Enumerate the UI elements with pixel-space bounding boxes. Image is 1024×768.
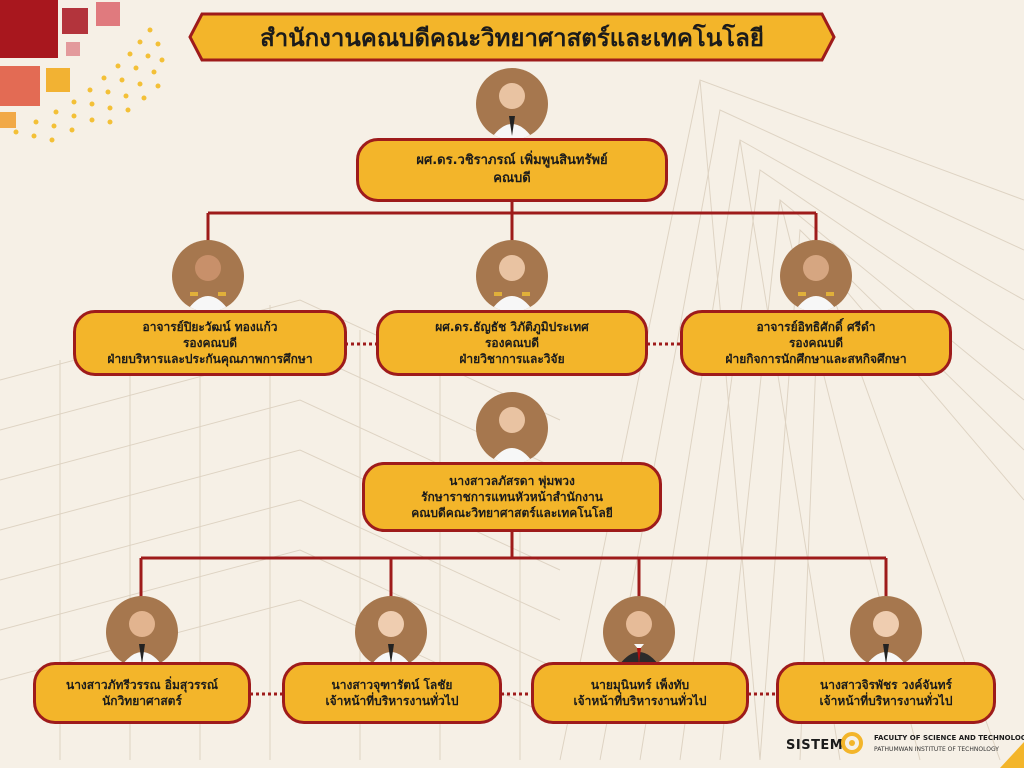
staff-role: เจ้าหน้าที่บริหารงานทั่วไป xyxy=(573,694,707,708)
staff-role: เจ้าหน้าที่บริหารงานทั่วไป xyxy=(325,694,459,708)
avatar-staff-4 xyxy=(850,596,922,668)
vice-dean-name: อาจารย์ปิยะวัฒน์ ทองแก้ว xyxy=(142,319,278,334)
avatar-staff-1 xyxy=(106,596,178,668)
staff-card-4: นางสาวจิรพัชร วงค์จันทร์ เจ้าหน้าที่บริห… xyxy=(776,662,996,724)
avatar-staff-3 xyxy=(603,596,675,668)
vice-dean-role: รองคณบดี xyxy=(788,335,844,350)
staff-name: นายมุนินทร์ เพ็งทับ xyxy=(590,677,690,692)
office-head-card: นางสาวลภัสรดา พุ่มพวง รักษาราชการแทนหัวห… xyxy=(362,462,662,532)
vice-dean-card-3: อาจารย์อิทธิศักดิ์ ศรีดำ รองคณบดี ฝ่ายกิ… xyxy=(680,310,952,376)
staff-name: นางสาวจุฑารัตน์ โลชัย xyxy=(331,677,453,692)
staff-role: เจ้าหน้าที่บริหารงานทั่วไป xyxy=(819,694,953,708)
corner-triangle xyxy=(1000,742,1024,768)
avatar-vice-dean-3 xyxy=(780,240,852,312)
staff-card-2: นางสาวจุฑารัตน์ โลชัย เจ้าหน้าที่บริหารง… xyxy=(282,662,502,724)
vice-dean-name: ผศ.ดร.ธัญธัช วิภัติภูมิประเทศ xyxy=(435,319,589,334)
office-head-name: นางสาวลภัสรดา พุ่มพวง xyxy=(449,473,575,488)
title-banner: สำนักงานคณบดีคณะวิทยาศาสตร์และเทคโนโลยี xyxy=(188,12,836,62)
vice-dean-name: อาจารย์อิทธิศักดิ์ ศรีดำ xyxy=(756,319,876,334)
dean-card: ผศ.ดร.วชิราภรณ์ เพิ่มพูนสินทรัพย์ คณบดี xyxy=(356,138,668,202)
vice-dean-dept: ฝ่ายกิจการนักศึกษาและสหกิจศึกษา xyxy=(725,352,907,367)
staff-card-3: นายมุนินทร์ เพ็งทับ เจ้าหน้าที่บริหารงาน… xyxy=(531,662,749,724)
avatar-dean xyxy=(476,68,548,140)
sistem-logo-text: SISTEM xyxy=(786,738,844,753)
office-head-role: รักษาราชการแทนหัวหน้าสำนักงาน xyxy=(421,489,603,504)
dot-pattern xyxy=(13,27,165,143)
dean-name: ผศ.ดร.วชิราภรณ์ เพิ่มพูนสินทรัพย์ xyxy=(416,153,608,169)
vice-dean-role: รองคณบดี xyxy=(182,335,238,350)
avatar-office-head xyxy=(476,392,548,464)
dean-role: คณบดี xyxy=(493,171,531,186)
faculty-name: FACULTY OF SCIENCE AND TECHNOLOGY xyxy=(874,734,1024,742)
office-head-org: คณบดีคณะวิทยาศาสตร์และเทคโนโลยี xyxy=(411,506,613,521)
vice-dean-card-2: ผศ.ดร.ธัญธัช วิภัติภูมิประเทศ รองคณบดี ฝ… xyxy=(376,310,648,376)
staff-card-1: นางสาวภัทรีวรรณ อิ่มสุวรรณ์ นักวิทยาศาสต… xyxy=(33,662,251,724)
faculty-logo-icon xyxy=(841,732,863,754)
vice-dean-card-1: อาจารย์ปิยะวัฒน์ ทองแก้ว รองคณบดี ฝ่ายบร… xyxy=(73,310,347,376)
staff-name: นางสาวภัทรีวรรณ อิ่มสุวรรณ์ xyxy=(65,677,218,692)
footer-logo: SISTEM FACULTY OF SCIENCE AND TECHNOLOGY… xyxy=(786,730,1024,768)
vice-dean-role: รองคณบดี xyxy=(484,335,540,350)
avatar-vice-dean-1 xyxy=(172,240,244,312)
vice-dean-dept: ฝ่ายบริหารและประกันคุณภาพการศึกษา xyxy=(107,352,313,367)
institute-name: PATHUMWAN INSTITUTE OF TECHNOLOGY xyxy=(874,746,999,753)
vice-dean-dept: ฝ่ายวิชาการและวิจัย xyxy=(459,352,565,367)
avatar-vice-dean-2 xyxy=(476,240,548,312)
avatar-staff-2 xyxy=(355,596,427,668)
staff-name: นางสาวจิรพัชร วงค์จันทร์ xyxy=(820,677,952,692)
page-title: สำนักงานคณบดีคณะวิทยาศาสตร์และเทคโนโลยี xyxy=(260,23,764,52)
staff-role: นักวิทยาศาสตร์ xyxy=(102,694,182,708)
